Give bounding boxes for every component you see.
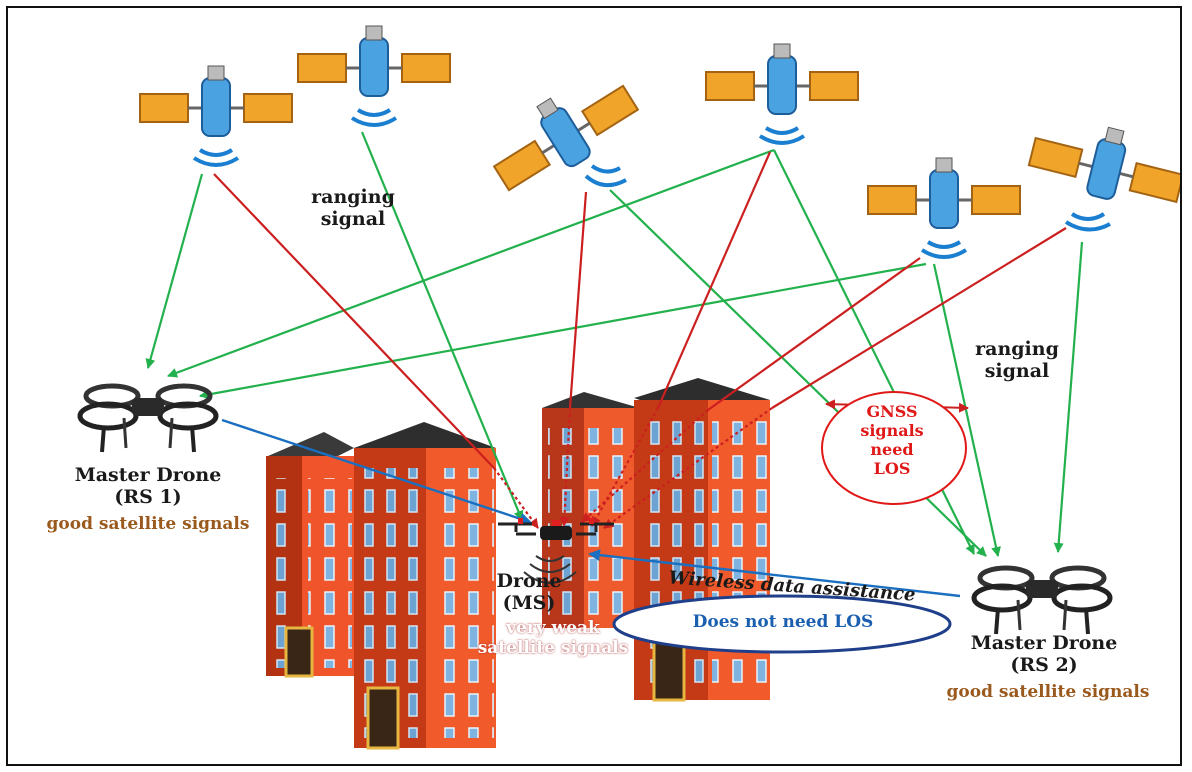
master-drone-rs1-label: Master Drone (RS 1) [48, 464, 248, 508]
gnss-circle [821, 391, 967, 505]
gnss-los-note: GNSS signals need LOS [852, 402, 932, 478]
gnss-note-line3: need [870, 440, 914, 459]
no-los-ellipse [612, 594, 952, 654]
ranging-word: ranging [975, 338, 1059, 360]
ranging-word: ranging [311, 186, 395, 208]
gnss-note-line1: GNSS [866, 402, 918, 421]
building-left-door [284, 626, 314, 678]
master-drone-rs2-status: good satellite signals [946, 682, 1150, 702]
satellite-icon [1027, 126, 1180, 204]
diagram-canvas [77, 25, 1180, 750]
master-drone-name: Master Drone [970, 632, 1118, 654]
drone-ms-status-line1: very weak [506, 618, 600, 638]
drone-ms-status: very weak satellite signals [458, 618, 648, 658]
satellite-icon [867, 157, 1021, 259]
master-drone-rs1-icon [77, 383, 219, 453]
satellite-icon [705, 43, 859, 145]
red-blocked-signals [213, 151, 1067, 529]
drone-ms-icon [498, 518, 614, 540]
master-drone-id: (RS 2) [1010, 654, 1078, 676]
master-drone-name: Master Drone [74, 464, 222, 486]
master-drone-rs2-label: Master Drone (RS 2) [944, 632, 1144, 676]
drone-ms-label: Drone (MS) [484, 570, 574, 614]
master-drone-rs1-status: good satellite signals [46, 514, 250, 534]
drone-ms-wave-icon [523, 555, 577, 584]
signal-wave-icon [584, 164, 627, 188]
master-drone-id: (RS 1) [114, 486, 182, 508]
signal-word: signal [320, 208, 386, 230]
satellite-icon [297, 25, 451, 127]
diagram-frame: ranging signal ranging signal Master Dro… [6, 6, 1182, 766]
wireless-links [221, 418, 961, 598]
ranging-signal-label-left: ranging signal [308, 186, 398, 230]
signal-wave-icon [1064, 212, 1111, 232]
gnss-note-line2: signals [860, 421, 924, 440]
drone-ms-name: Drone [496, 570, 562, 592]
satellite-icon [492, 84, 640, 192]
master-drone-rs2-icon [971, 565, 1113, 635]
drone-ms-status-line2: satellite signals [477, 638, 629, 658]
satellite-icon [139, 65, 293, 167]
signal-word: signal [984, 360, 1050, 382]
ranging-signal-label-right: ranging signal [972, 338, 1062, 382]
no-los-label: Does not need LOS [692, 612, 874, 632]
drone-ms-id: (MS) [502, 592, 556, 614]
gnss-note-line4: LOS [873, 459, 911, 478]
